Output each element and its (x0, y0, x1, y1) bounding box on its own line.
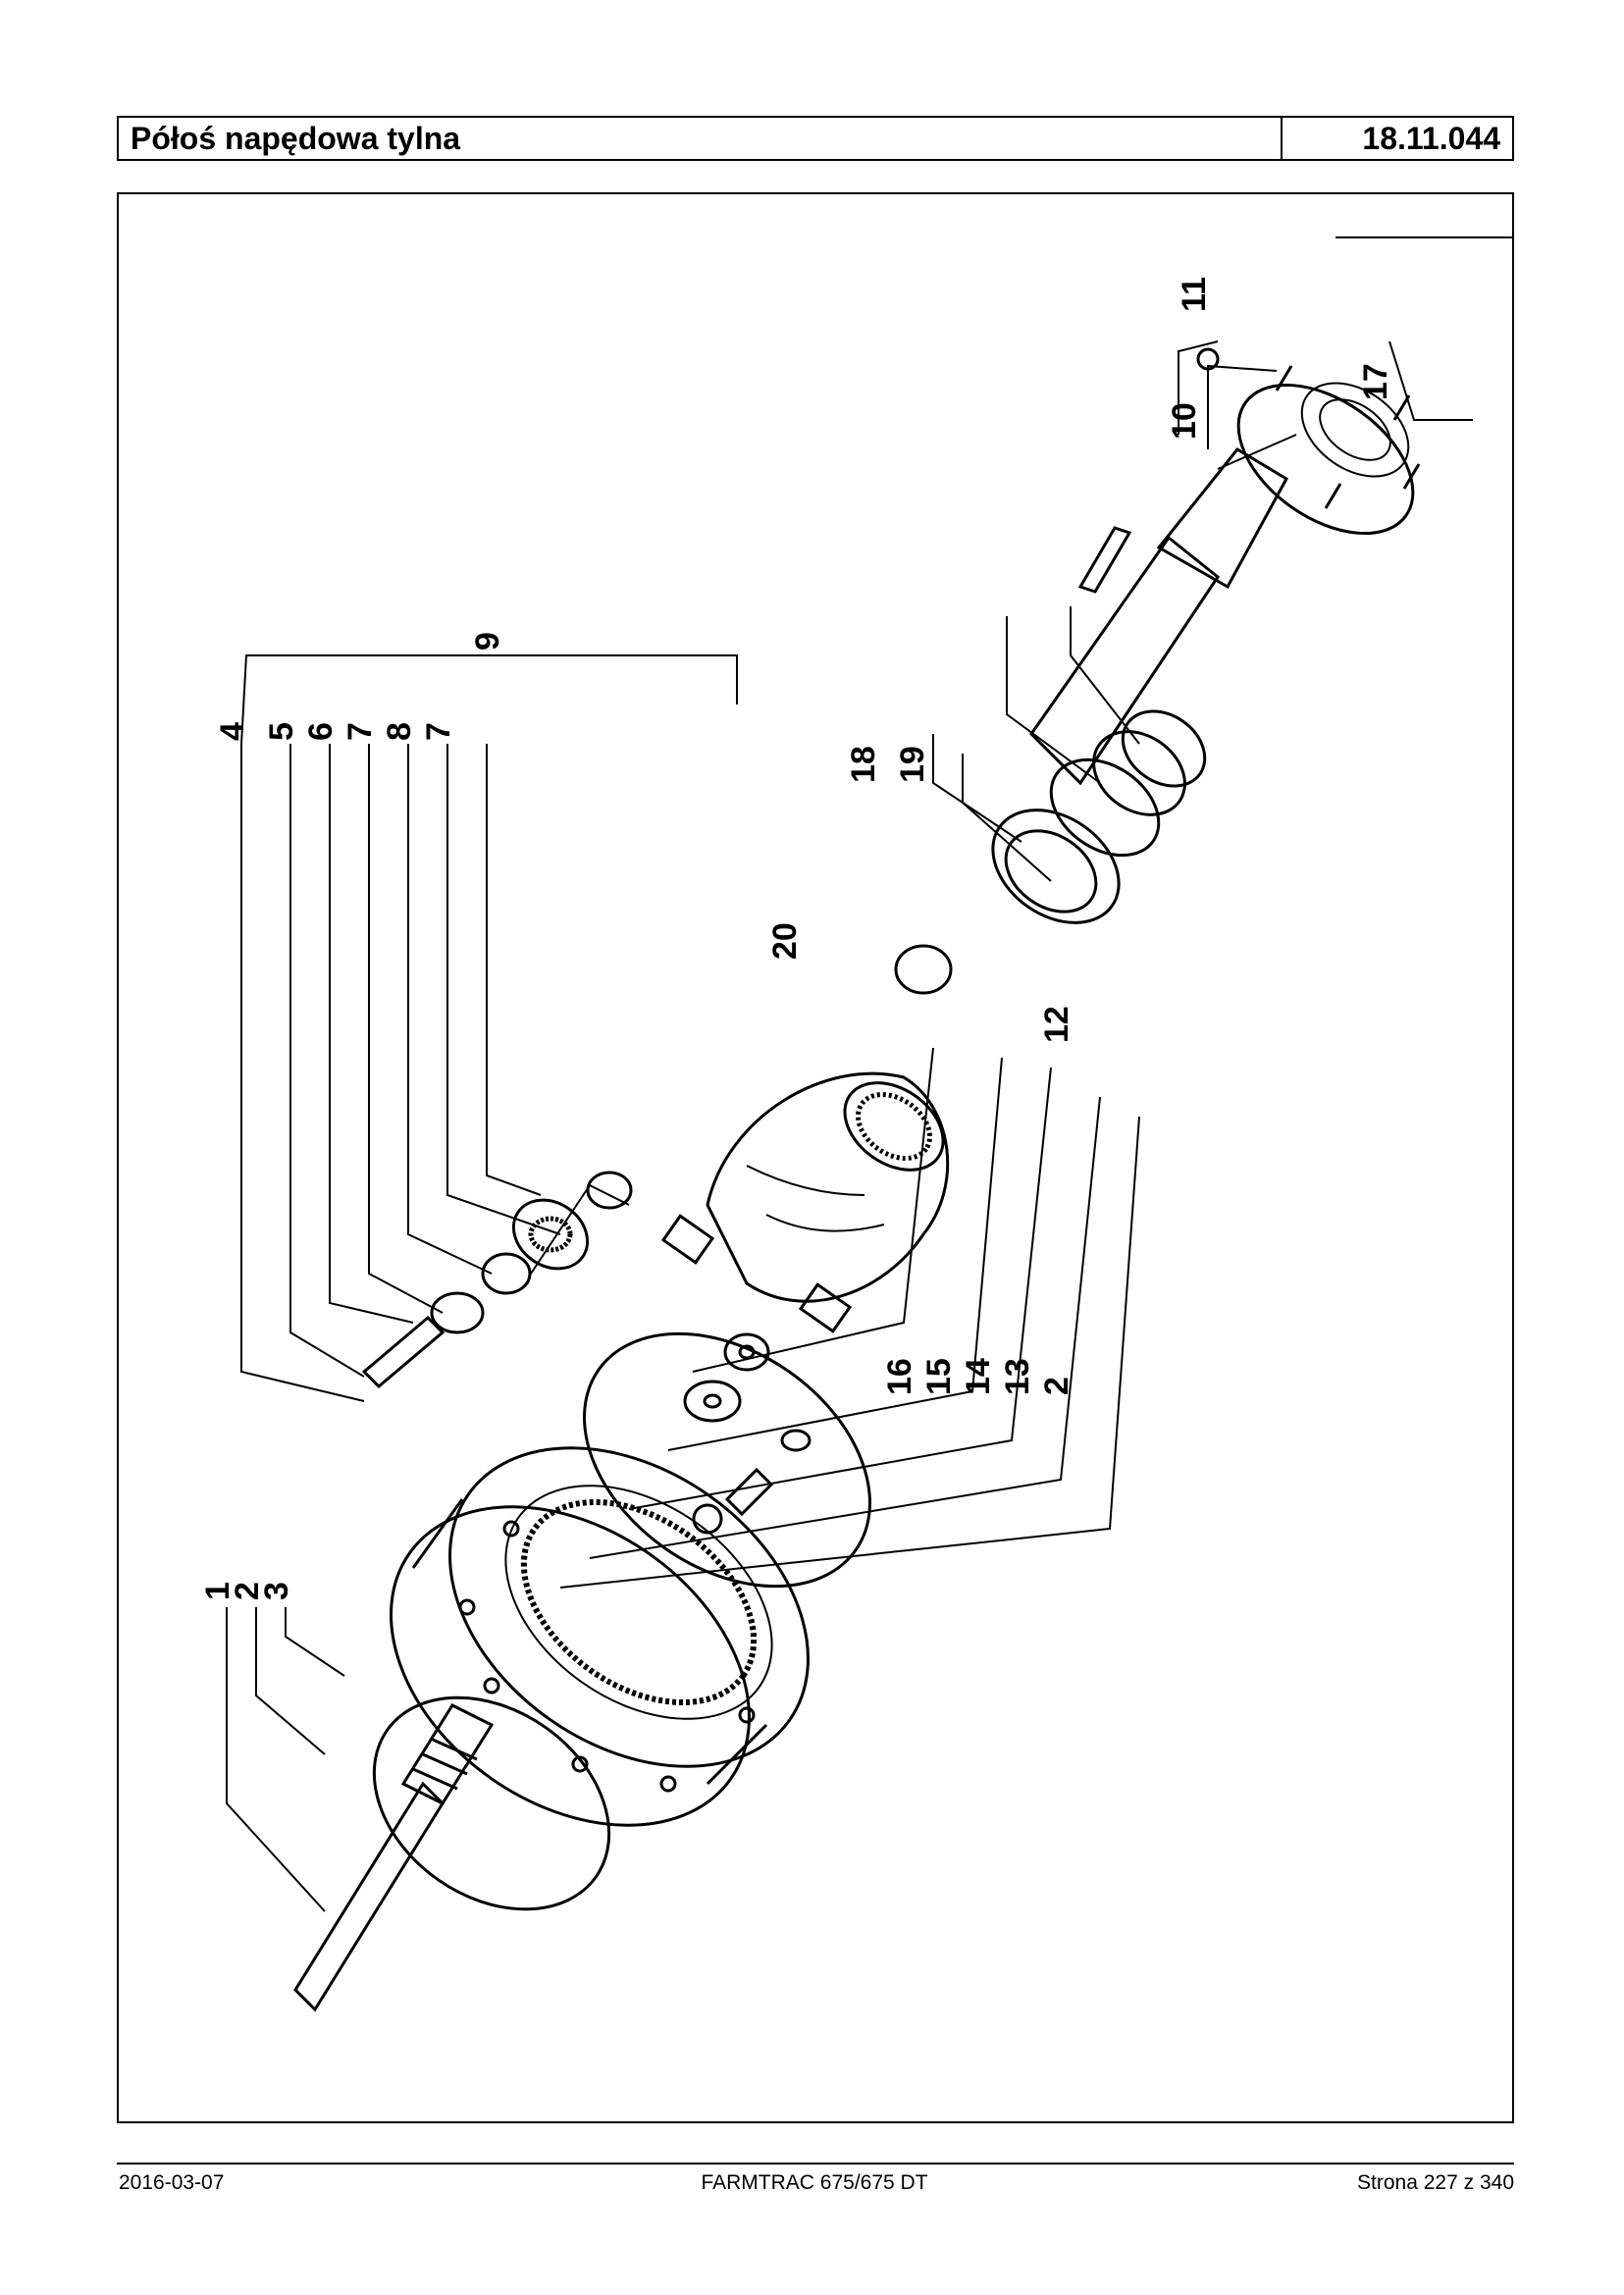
label-13: 13 (999, 1358, 1036, 1395)
planet-carrier (660, 1071, 950, 1333)
label-6: 6 (302, 722, 340, 741)
o-ring-middle (583, 1331, 871, 1589)
label-20: 20 (766, 922, 804, 960)
diagram-frame: 1 2 3 4 5 6 7 8 7 9 10 11 12 13 14 15 16… (117, 192, 1514, 2123)
footer-model: FARMTRAC 675/675 DT (701, 2171, 928, 2194)
label-8: 8 (381, 722, 418, 741)
label-14: 14 (960, 1358, 997, 1395)
label-2: 2 (229, 1582, 266, 1600)
label-10: 10 (1166, 402, 1203, 440)
page-header: Półoś napędowa tylna 18.11.044 (117, 116, 1514, 161)
exploded-view-drawing: 1 2 3 4 5 6 7 8 7 9 10 11 12 13 14 15 16… (199, 236, 1512, 2012)
label-2b: 2 (1038, 1377, 1075, 1395)
label-19: 19 (894, 746, 931, 783)
label-5: 5 (263, 722, 300, 741)
leader-lines (226, 340, 1473, 1912)
label-4: 4 (214, 722, 251, 741)
input-shaft (293, 1703, 495, 2012)
planet-gear-set (361, 1171, 633, 1389)
footer-rule (117, 2163, 1514, 2165)
label-7b: 7 (420, 722, 457, 741)
page-title: Półoś napędowa tylna (119, 118, 1283, 159)
label-1: 1 (199, 1582, 236, 1600)
label-11: 11 (1176, 277, 1213, 312)
label-16: 16 (881, 1358, 918, 1395)
label-18: 18 (845, 746, 882, 783)
part-labels: 1 2 3 4 5 6 7 8 7 9 10 11 12 13 14 15 16… (199, 277, 1394, 1600)
bolt-and-washers (683, 1332, 812, 1535)
document-code: 18.11.044 (1362, 121, 1500, 156)
o-ring-large (372, 1695, 611, 1911)
label-12: 12 (1038, 1006, 1075, 1043)
ring-gear-housing (390, 1446, 810, 1827)
label-7: 7 (341, 722, 379, 741)
output-shaft-hub (1029, 347, 1421, 786)
footer-date: 2016-03-07 (119, 2171, 225, 2194)
label-15: 15 (920, 1358, 958, 1395)
bearing-set (894, 709, 1207, 995)
label-3: 3 (258, 1582, 295, 1600)
label-9: 9 (469, 632, 506, 651)
label-17: 17 (1357, 363, 1394, 400)
footer-page-number: Strona 227 z 340 (1357, 2171, 1514, 2194)
